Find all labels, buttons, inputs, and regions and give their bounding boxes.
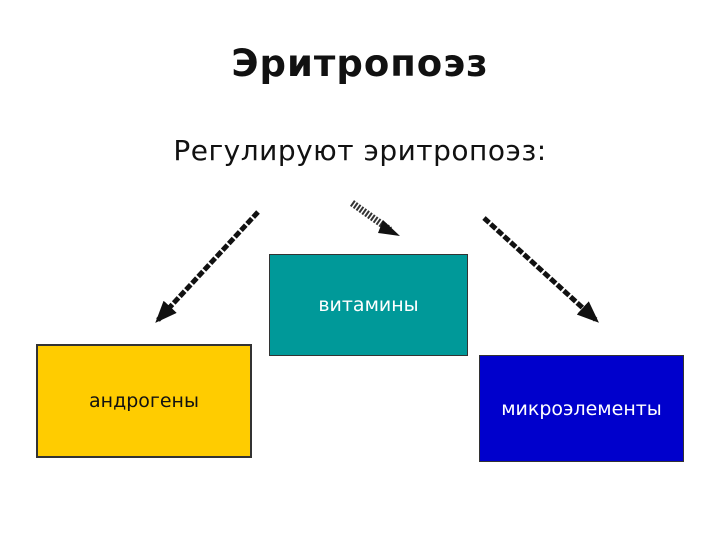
box-vitamins: витамины [269, 254, 468, 356]
arrow-to-androgens [155, 210, 260, 323]
box-microelements: микроэлементы [479, 355, 684, 462]
arrow-to-vitamins [349, 200, 400, 236]
box-microelements-label: микроэлементы [501, 397, 662, 420]
slide-title: Эритропоэз [231, 42, 489, 85]
arrow-to-microelements [482, 216, 599, 323]
box-vitamins-label: витамины [318, 294, 419, 316]
slide-subtitle: Регулируют эритропоэз: [173, 134, 547, 167]
box-androgens-label: андрогены [89, 390, 199, 412]
box-androgens: андрогены [36, 344, 252, 458]
